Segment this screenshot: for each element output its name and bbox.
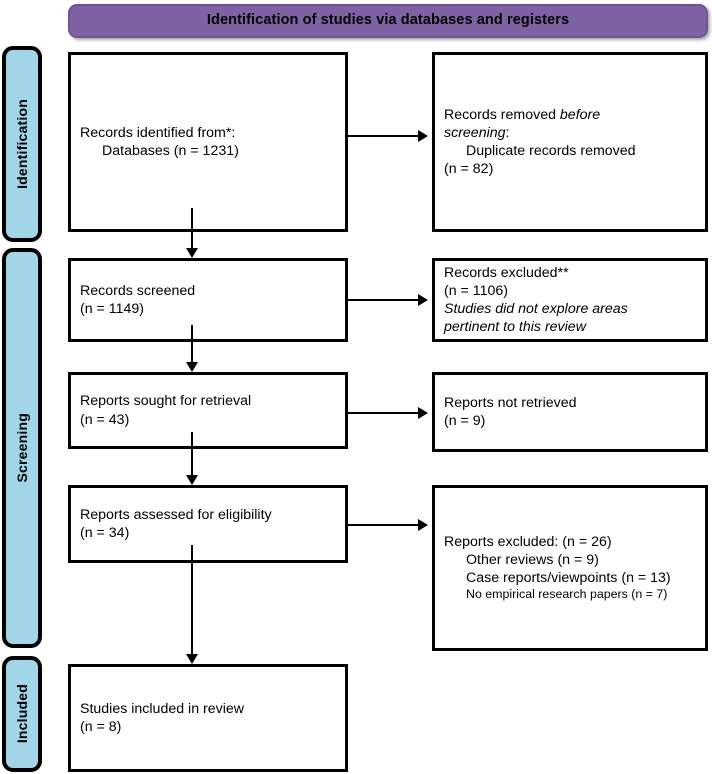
box-reports-excluded-line2: Other reviews (n = 9) <box>466 551 599 568</box>
connector-screened-to-excluded <box>348 299 420 301</box>
box-records-removed-line1-emphasis: before <box>559 106 601 123</box>
box-reports-sought: Reports sought for retrieval (n = 43) <box>68 372 348 449</box>
box-reports-excluded-line1: Reports excluded: (n = 26) <box>444 533 612 550</box>
box-reports-not-retrieved: Reports not retrieved (n = 9) <box>432 372 708 452</box>
connector-screened-to-sought <box>191 325 193 369</box>
box-reports-not-retrieved-line1: Reports not retrieved <box>444 394 577 411</box>
box-records-removed-line1: Records removed before <box>444 106 696 124</box>
box-studies-included-line2: (n = 8) <box>80 719 122 735</box>
stage-rail-included: Included <box>2 656 42 772</box>
stage-rail-included-label: Included <box>14 684 30 744</box>
arrowhead-assessed-to-included <box>186 654 198 664</box>
box-records-excluded-line4: pertinent to this review <box>444 319 586 336</box>
banner-title: Identification of studies via databases … <box>206 12 570 29</box>
box-records-excluded-line1: Records excluded** <box>444 264 569 281</box>
box-records-excluded-line2: (n = 1106) <box>444 282 509 299</box>
arrowhead-assessed-to-reports-excluded <box>418 519 428 531</box>
box-reports-assessed-line1: Reports assessed for eligibility <box>80 506 272 523</box>
box-records-removed: Records removed before screening: Duplic… <box>432 52 708 232</box>
box-records-removed-line2-emphasis: screening <box>444 124 506 141</box>
box-reports-excluded-line4: No empirical research papers (n = 7) <box>466 587 668 602</box>
arrowhead-screened-to-excluded <box>418 294 428 306</box>
stage-rail-screening: Screening <box>2 248 42 648</box>
box-records-screened-line2: (n = 1149) <box>80 301 145 317</box>
box-studies-included-line1: Studies included in review <box>80 700 245 717</box>
connector-sought-to-assessed <box>191 432 193 478</box>
connector-assessed-to-included <box>191 545 193 657</box>
arrowhead-sought-to-assessed <box>186 475 198 485</box>
stage-rail-screening-label: Screening <box>14 413 30 483</box>
connector-sought-to-not-retrieved <box>348 412 420 414</box>
box-reports-excluded: Reports excluded: (n = 26) Other reviews… <box>432 485 708 651</box>
box-reports-assessed-line2: (n = 34) <box>80 525 130 541</box>
box-records-removed-line2-text: : <box>505 124 510 141</box>
connector-identified-to-screened <box>191 208 193 250</box>
stage-rail-identification: Identification <box>2 46 42 242</box>
box-reports-sought-line1: Reports sought for retrieval <box>80 393 252 410</box>
box-records-removed-line4: (n = 82) <box>444 161 494 178</box>
arrowhead-sought-to-not-retrieved <box>418 407 428 419</box>
box-reports-sought-line2: (n = 43) <box>80 411 130 428</box>
box-records-identified-line1: Records identified from*: <box>80 124 236 141</box>
box-reports-not-retrieved-line2: (n = 9) <box>444 413 486 429</box>
box-records-removed-line2: screening: <box>444 124 696 142</box>
box-records-identified-line2: Databases (n = 1231) <box>102 143 239 159</box>
connector-identified-to-removed <box>348 135 420 137</box>
box-records-screened: Records screened (n = 1149) <box>68 258 348 342</box>
arrowhead-identified-to-removed <box>418 130 428 142</box>
box-studies-included: Studies included in review (n = 8) <box>68 664 348 772</box>
arrowhead-identified-to-screened <box>186 248 198 258</box>
arrowhead-screened-to-sought <box>186 362 198 372</box>
box-reports-assessed: Reports assessed for eligibility (n = 34… <box>68 485 348 563</box>
stage-rail-identification-label: Identification <box>14 99 30 189</box>
connector-assessed-to-reports-excluded <box>348 524 420 526</box>
box-records-excluded-line3: Studies did not explore areas <box>444 301 628 317</box>
box-records-screened-line1: Records screened <box>80 282 196 299</box>
box-records-identified: Records identified from*: Databases (n =… <box>68 52 348 232</box>
box-records-removed-line1-text: Records removed <box>444 106 560 123</box>
box-reports-excluded-line3: Case reports/viewpoints (n = 13) <box>466 570 671 587</box>
banner-identification-header: Identification of studies via databases … <box>68 4 708 38</box>
box-records-removed-line3: Duplicate records removed <box>466 143 636 159</box>
box-records-excluded: Records excluded** (n = 1106) Studies di… <box>432 258 708 342</box>
